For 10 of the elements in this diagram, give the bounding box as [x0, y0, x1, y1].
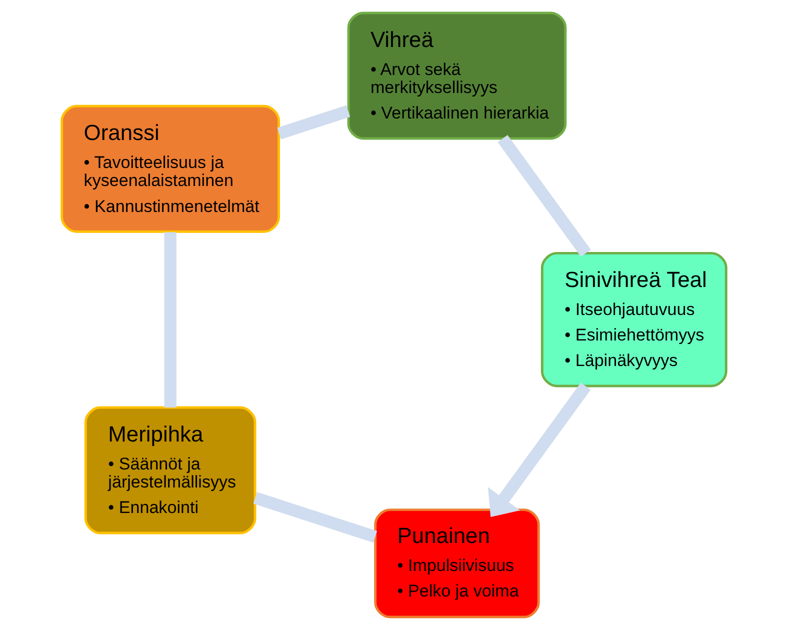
connector	[276, 105, 350, 140]
node-box: Vihreä • Arvot sekä merkityksellisyys • Vertikaalinen hierarkia	[346, 12, 566, 140]
node-box: Oranssi • Tavoitteelisuus ja kyseenalaistaminen • Kannustinmenetelmät	[60, 104, 280, 233]
connector	[164, 232, 176, 408]
connector	[497, 134, 590, 257]
connector	[252, 492, 377, 543]
node-box: Sinivihreä Teal • Itseohjautuvuus • Esimiehettömyys • Läpinäkyvyys	[540, 252, 727, 388]
node-box: Meripihka • Säännöt ja järjestelmällisyys • Ennakointi	[84, 406, 256, 534]
arrow	[487, 382, 590, 518]
node-box: Punainen • Impulsiivisuus • Pelko ja voima	[374, 508, 540, 618]
